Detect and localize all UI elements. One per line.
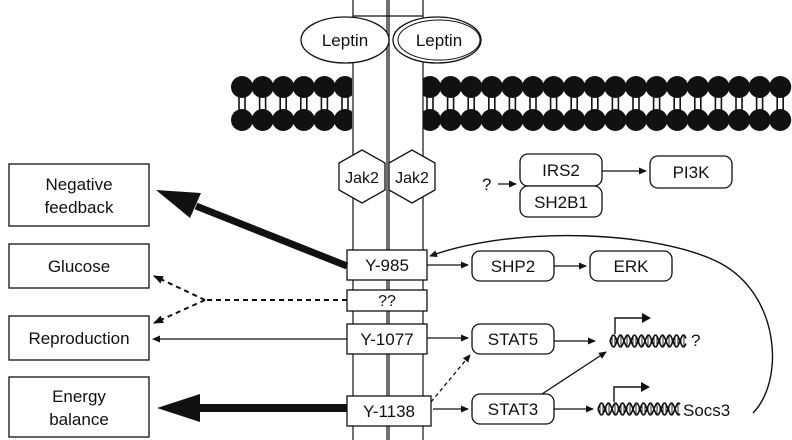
residue-y1077-label: Y-1077 xyxy=(360,330,413,349)
leptin-ligand-right: Leptin xyxy=(392,16,482,64)
residue-unknown: ?? xyxy=(346,289,428,312)
membrane-left xyxy=(231,76,356,131)
negative-feedback-line2: feedback xyxy=(45,198,114,217)
pi3k-label: PI3K xyxy=(673,163,711,182)
shp2-label: SHP2 xyxy=(491,257,535,276)
gene-socs3: Socs3 xyxy=(597,382,730,420)
negative-feedback-arrowhead xyxy=(156,190,201,218)
membrane-right xyxy=(419,76,792,131)
jak2-right: Jak2 xyxy=(388,149,436,204)
energy-balance-line2: balance xyxy=(49,410,109,429)
outcome-reproduction: Reproduction xyxy=(8,315,150,361)
irs2-pathway: ? IRS2 SH2B1 PI3K xyxy=(482,153,733,218)
leptin-ligand-left: Leptin xyxy=(300,16,390,64)
socs3-label: Socs3 xyxy=(683,401,730,420)
shp2-pathway: SHP2 ERK xyxy=(427,250,673,282)
stat5-pathway: STAT5 xyxy=(427,323,596,355)
gene-unknown-target: ? xyxy=(609,313,700,350)
outcome-negative-feedback: Negative feedback xyxy=(8,163,150,227)
cell-membrane xyxy=(231,76,792,131)
energy-balance-line1: Energy xyxy=(52,387,106,406)
residue-y985-label: Y-985 xyxy=(365,256,409,275)
socs3-feedback-arrow xyxy=(429,234,774,414)
irs2-label: IRS2 xyxy=(542,161,580,180)
glucose-label: Glucose xyxy=(48,257,110,276)
outcome-glucose: Glucose xyxy=(8,243,150,289)
residue-unknown-label: ?? xyxy=(378,293,396,310)
residue-y1138: Y-1138 xyxy=(346,395,432,427)
sh2b1-label: SH2B1 xyxy=(534,193,588,212)
leptin-label-right: Leptin xyxy=(416,31,462,50)
reproduction-label: Reproduction xyxy=(28,329,129,348)
leptin-label-left: Leptin xyxy=(322,31,368,50)
stat3-pathway: STAT3 xyxy=(430,351,607,425)
outcome-energy-balance: Energy balance xyxy=(8,376,150,438)
jak2-left: Jak2 xyxy=(338,149,386,204)
jak2-label-right: Jak2 xyxy=(395,170,429,187)
erk-label: ERK xyxy=(614,257,650,276)
residue-y1138-label: Y-1138 xyxy=(363,402,415,421)
stat3-label: STAT3 xyxy=(488,400,538,419)
unknown-input-label: ? xyxy=(482,175,491,194)
jak2-label-left: Jak2 xyxy=(345,170,379,187)
outcome-arrows xyxy=(152,190,349,422)
residue-y985: Y-985 xyxy=(346,249,428,281)
leptin-receptor-dimer xyxy=(352,0,424,440)
residue-y1077: Y-1077 xyxy=(346,323,428,355)
dna-helix-lower-icon xyxy=(597,402,681,416)
energy-balance-arrowhead xyxy=(157,394,200,422)
stat5-label: STAT5 xyxy=(488,330,538,349)
negative-feedback-line1: Negative xyxy=(45,175,112,194)
dna-helix-upper-icon xyxy=(609,334,687,348)
unknown-target-label: ? xyxy=(691,331,700,350)
